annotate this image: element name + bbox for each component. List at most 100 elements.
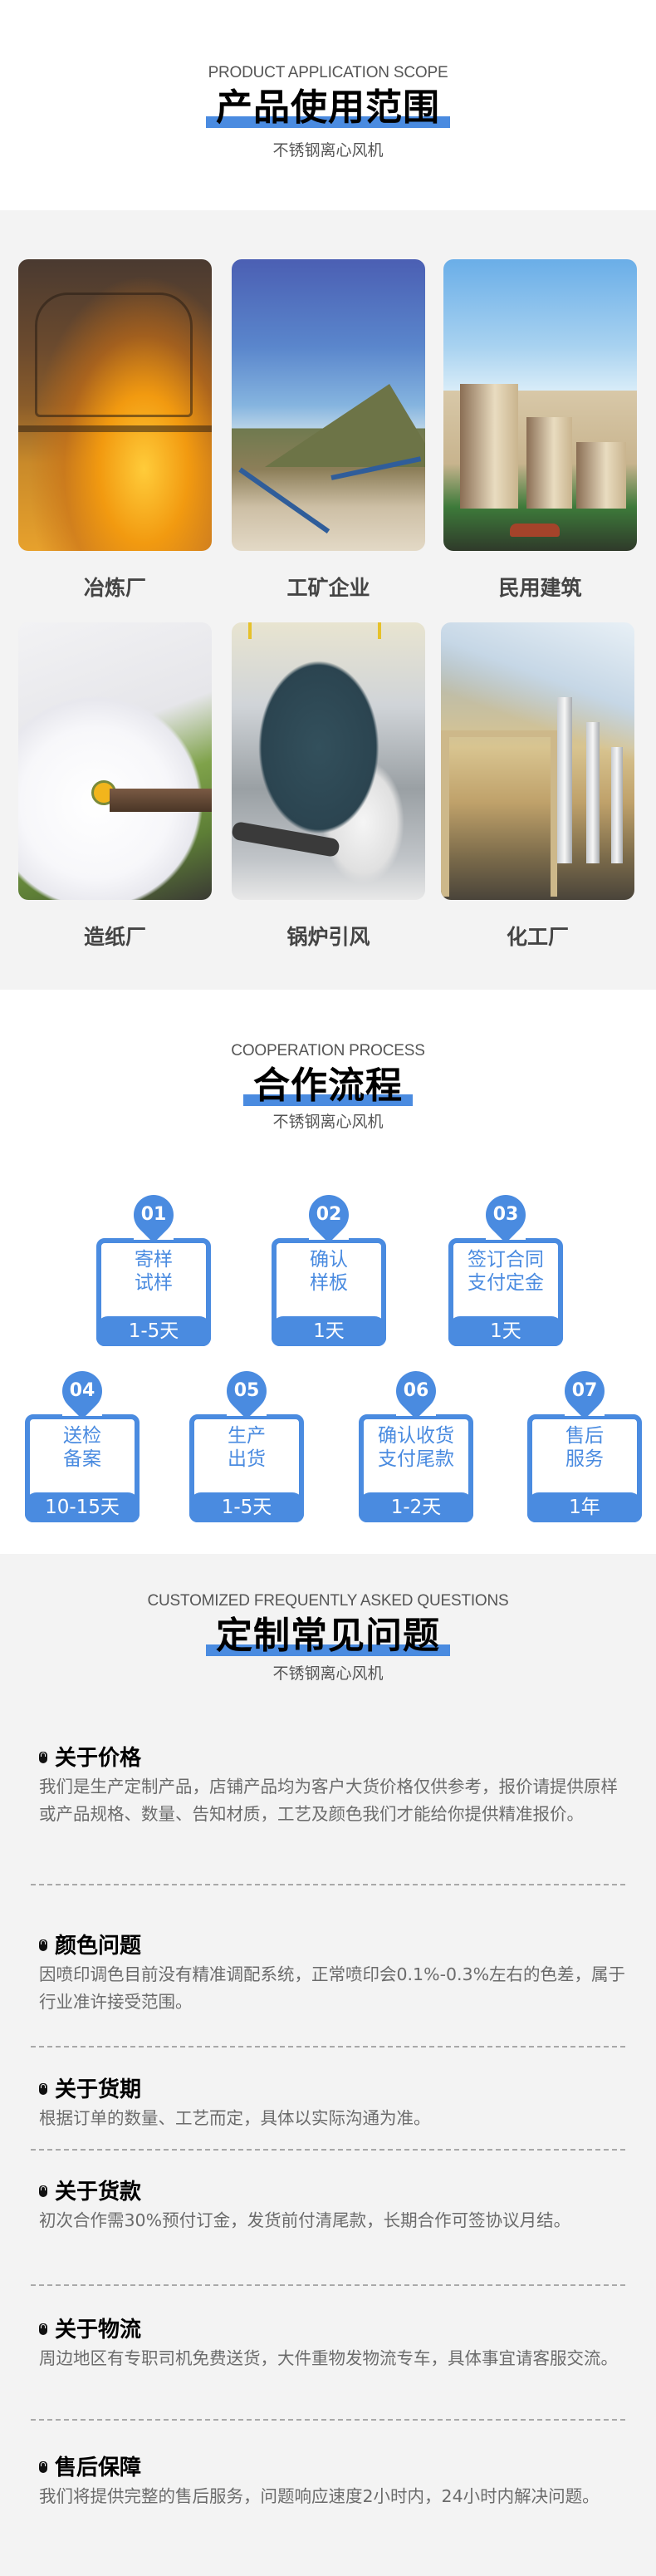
process-en-title: COOPERATION PROCESS	[231, 1042, 425, 1059]
bullet-lock-icon	[39, 2185, 47, 2197]
process-title: 合作流程	[253, 1064, 403, 1107]
boiler-draft-photo	[232, 622, 425, 900]
faq-answer: 初次合作需30%预付订金，发货前付清尾款，长期合作可签协议月结。	[39, 2210, 571, 2230]
step-number: 01	[140, 1204, 167, 1225]
faq-subtitle: 不锈钢离心风机	[272, 1664, 384, 1683]
process-step-03: 03 签订合同支付定金 1天	[448, 1187, 563, 1346]
smelter-photo	[18, 259, 212, 551]
step-number: 02	[316, 1204, 342, 1225]
step-number: 07	[571, 1380, 598, 1401]
step-label-line1: 生产	[228, 1425, 266, 1447]
faq-question-text: 关于货款	[55, 2179, 142, 2205]
tower-1	[460, 384, 518, 509]
step-label-line2: 支付尾款	[378, 1448, 454, 1470]
application-label: 造纸厂	[83, 925, 146, 949]
faq-divider	[31, 2046, 625, 2048]
process-subtitle: 不锈钢离心风机	[272, 1113, 384, 1131]
step-label: 签订合同支付定金	[448, 1248, 563, 1295]
process-step-05: 05 生产出货 1-5天	[189, 1363, 304, 1522]
step-label-line2: 出货	[228, 1448, 266, 1470]
faq-heading: CUSTOMIZED FREQUENTLY ASKED QUESTIONS 定制…	[0, 1591, 656, 1684]
step-duration: 1-5天	[189, 1492, 304, 1522]
bullet-lock-icon	[39, 2323, 47, 2335]
faq-answer: 因喷印调色目前没有精准调配系统，正常喷印会0.1%-0.3%左右的色差，属于行业…	[39, 1964, 626, 2012]
faq-divider	[31, 2284, 625, 2286]
faq-answer: 根据订单的数量、工艺而定，具体以实际沟通为准。	[39, 2108, 431, 2128]
process-step-02: 02 确认样板 1天	[272, 1187, 386, 1346]
scope-header-section: PRODUCT APPLICATION SCOPE 产品使用范围 不锈钢离心风机	[0, 0, 656, 210]
step-duration: 10-15天	[25, 1492, 140, 1522]
faq-item-lead-time: 关于货期 根据订单的数量、工艺而定，具体以实际沟通为准。	[39, 2073, 634, 2132]
title-underline-bar	[206, 116, 450, 128]
faq-divider	[31, 2149, 625, 2151]
faq-question: 关于货款	[39, 2175, 634, 2205]
process-heading: COOPERATION PROCESS 合作流程 不锈钢离心风机	[0, 1041, 656, 1133]
step-label-line1: 送检	[63, 1425, 101, 1447]
car	[510, 524, 560, 537]
faq-question: 关于物流	[39, 2313, 634, 2342]
bullet-lock-icon	[39, 2460, 47, 2473]
faq-item-color: 颜色问题 因喷印调色目前没有精准调配系统，正常喷印会0.1%-0.3%左右的色差…	[39, 1930, 634, 2016]
boiler-pipe	[232, 820, 340, 858]
faq-item-logistics: 关于物流 周边地区有专职司机免费送货，大件重物发物流专车，具体事宜请客服交流。	[39, 2313, 634, 2372]
title-underline-bar	[206, 1644, 450, 1656]
application-label: 化工厂	[506, 925, 569, 949]
step-label-line2: 试样	[135, 1272, 173, 1294]
smelter-structure	[35, 293, 193, 417]
step-number: 03	[492, 1204, 519, 1225]
faq-answer: 周边地区有专职司机免费送货，大件重物发物流专车，具体事宜请客服交流。	[39, 2348, 618, 2368]
step-label: 售后服务	[527, 1424, 642, 1471]
step-label: 生产出货	[189, 1424, 304, 1471]
step-number: 05	[233, 1380, 260, 1401]
step-label-line1: 签订合同	[468, 1249, 544, 1271]
step-duration: 1-2天	[359, 1492, 473, 1522]
chemical-plant-photo	[441, 622, 634, 900]
smelter-railing	[18, 425, 212, 432]
step-duration: 1天	[272, 1316, 386, 1346]
residential-building-photo	[443, 259, 637, 551]
application-grid-section: 冶炼厂 工矿企业 民用建筑 造纸厂 锅炉引风 化工厂	[0, 210, 656, 990]
step-label: 寄样试样	[96, 1248, 211, 1295]
scope-title-wrap: 产品使用范围	[206, 85, 450, 131]
distillation-column-3	[611, 747, 623, 863]
application-label: 民用建筑	[498, 576, 582, 600]
faq-item-after-sales: 售后保障 我们将提供完整的售后服务，问题响应速度2小时内，24小时内解决问题。	[39, 2451, 634, 2510]
process-step-06: 06 确认收货支付尾款 1-2天	[359, 1363, 473, 1522]
process-step-07: 07 售后服务 1年	[527, 1363, 642, 1522]
faq-question: 售后保障	[39, 2451, 634, 2480]
mountain-shape	[265, 384, 425, 467]
yellow-frame	[248, 622, 381, 639]
faq-question-text: 关于货期	[55, 2077, 142, 2102]
step-label: 确认收货支付尾款	[359, 1424, 473, 1471]
step-label: 确认样板	[272, 1248, 386, 1295]
step-label-line1: 确认	[310, 1249, 348, 1271]
step-label-line1: 售后	[565, 1425, 604, 1447]
faq-title-wrap: 定制常见问题	[206, 1613, 450, 1659]
application-label: 冶炼厂	[83, 576, 146, 600]
roller-shaft	[110, 789, 212, 812]
step-label-line2: 备案	[63, 1448, 101, 1470]
step-duration: 1年	[527, 1492, 642, 1522]
faq-item-price: 关于价格 我们是生产定制产品，店铺产品均为客户大货价格仅供参考，报价请提供原样或…	[39, 1742, 634, 1828]
faq-answer: 我们是生产定制产品，店铺产品均为客户大货价格仅供参考，报价请提供原样或产品规格、…	[39, 1777, 618, 1824]
step-label: 送检备案	[25, 1424, 140, 1471]
bullet-lock-icon	[39, 2082, 47, 2095]
scope-title: 产品使用范围	[216, 86, 440, 129]
faq-divider	[31, 1884, 625, 1885]
faq-question: 颜色问题	[39, 1930, 634, 1959]
faq-question: 关于货期	[39, 2073, 634, 2102]
faq-question-text: 关于价格	[55, 1745, 142, 1771]
faq-section: CUSTOMIZED FREQUENTLY ASKED QUESTIONS 定制…	[0, 1554, 656, 2576]
mining-photo	[232, 259, 425, 551]
scope-subtitle: 不锈钢离心风机	[272, 141, 384, 160]
process-step-04: 04 送检备案 10-15天	[25, 1363, 140, 1522]
step-label-line2: 服务	[565, 1448, 604, 1470]
faq-divider	[31, 2419, 625, 2421]
step-label-line2: 样板	[310, 1272, 348, 1294]
step-label-line1: 确认收货	[378, 1425, 454, 1447]
faq-en-title: CUSTOMIZED FREQUENTLY ASKED QUESTIONS	[147, 1592, 509, 1610]
scope-en-title: PRODUCT APPLICATION SCOPE	[208, 64, 448, 81]
application-label: 锅炉引风	[286, 925, 370, 949]
scope-heading: PRODUCT APPLICATION SCOPE 产品使用范围 不锈钢离心风机	[0, 63, 656, 161]
process-title-wrap: 合作流程	[243, 1063, 413, 1109]
